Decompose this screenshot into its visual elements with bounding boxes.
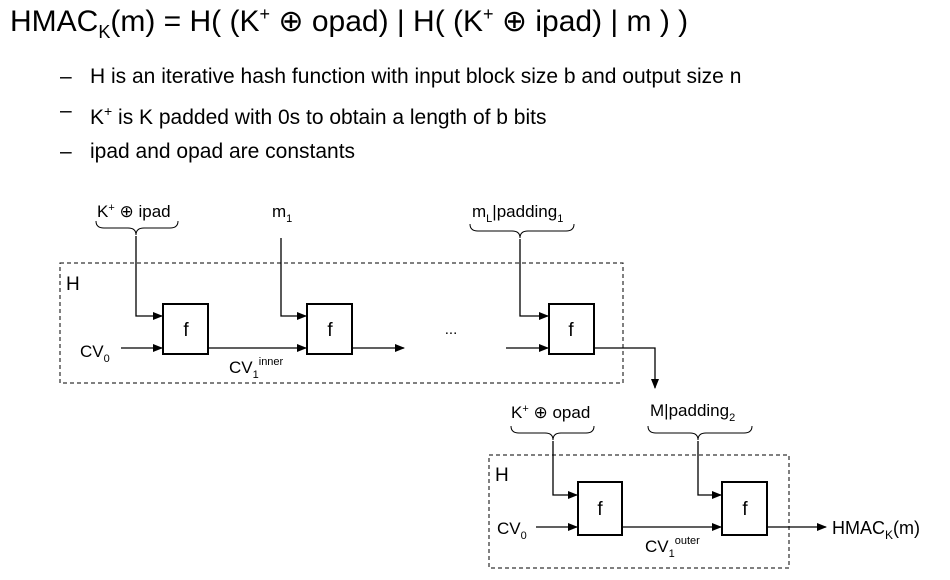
inner-f-box-3 [548, 303, 595, 355]
inner-input-mlpadding: mL|padding1 [472, 202, 563, 225]
outer-f-box-1 [577, 481, 623, 536]
formula-title: HMACK(m) = H( (K+ ⊕ opad) | H( (K+ ⊕ ipa… [10, 4, 689, 42]
inner-input-arrow-1 [135, 236, 163, 320]
bullet-item: –ipad and opad are constants [60, 140, 356, 163]
outer-f-box-2 [721, 481, 768, 536]
inner-input-m1: m1 [272, 202, 292, 225]
inner-input-arrow-3 [519, 239, 549, 320]
inner-cv0-label: CV0 [80, 342, 110, 365]
inner-hash-label: H [66, 274, 80, 295]
inner-hash-box [59, 262, 624, 384]
inner-f-label-3: f [568, 320, 574, 341]
inner-ellipsis: ... [445, 321, 458, 338]
outer-input-kopad: K+ ⊕ opad [511, 403, 590, 422]
outer-f-label-1: f [597, 499, 603, 520]
brace-outer-1 [510, 425, 595, 441]
brace-outer-2 [647, 425, 753, 441]
inner-cv1-label: CV1inner [229, 356, 284, 381]
inner-f-box-1 [162, 303, 209, 355]
outer-hash-label: H [495, 465, 509, 486]
bullet-list: –H is an iterative hash function with in… [60, 60, 741, 169]
inner-f-label-1: f [183, 320, 189, 341]
outer-hash-box [488, 454, 790, 569]
inner-f-box-2 [306, 303, 353, 355]
inner-input-arrow-2 [280, 238, 307, 320]
outer-input-arrow-2 [697, 441, 722, 499]
outer-cv0-label: CV0 [497, 519, 527, 542]
outer-input-arrow-1 [552, 441, 578, 499]
inner-f-label-2: f [327, 320, 333, 341]
outer-f-label-2: f [742, 499, 748, 520]
hmac-output-label: HMACK(m) [832, 518, 920, 542]
outer-input-mpadding: M|padding2 [650, 401, 735, 424]
brace-inner-3 [469, 223, 575, 239]
bullet-item: –K+ is K padded with 0s to obtain a leng… [60, 99, 547, 129]
brace-inner-1 [95, 220, 179, 236]
bullet-item: –H is an iterative hash function with in… [60, 65, 742, 88]
inner-output-arrow [594, 347, 659, 389]
outer-cv1-label: CV1outer [645, 535, 700, 560]
inner-input-kipad: K+ ⊕ ipad [97, 202, 171, 221]
